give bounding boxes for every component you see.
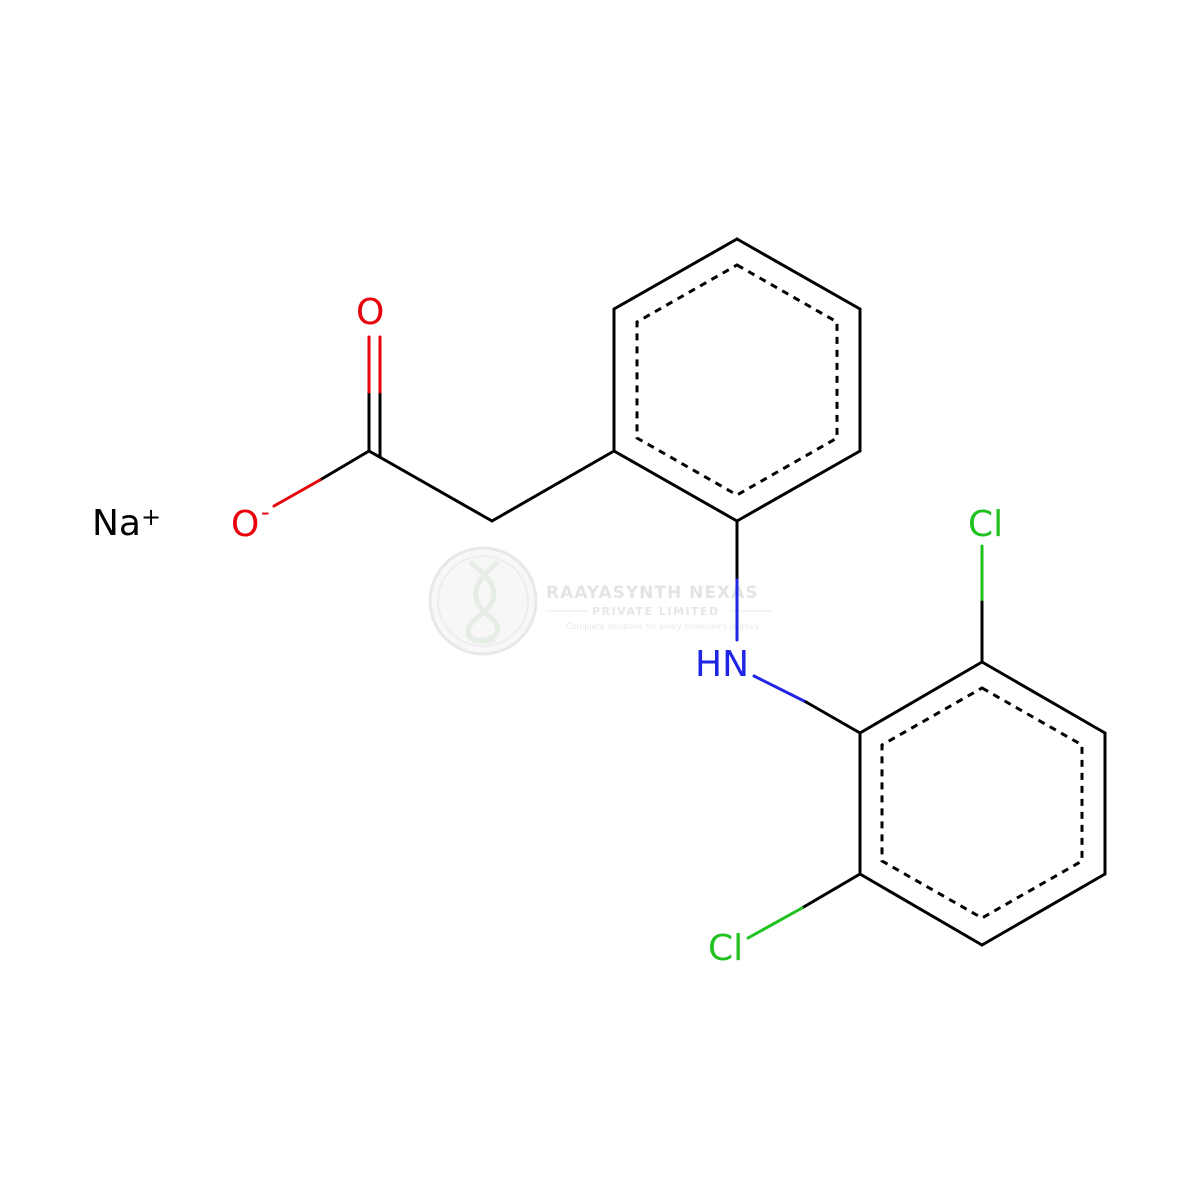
aromatic-dash-ring-a (635, 263, 839, 497)
chlorine-bonds (746, 544, 984, 940)
bond-ring-a-1 (735, 237, 862, 311)
bond-ring-a-4 (612, 449, 739, 523)
bond-ring-b-4 (858, 872, 984, 947)
phenyl-ring-upper (612, 237, 862, 523)
phenyl-ring-lower (858, 660, 1107, 947)
carboxylate-oxygen-label: O (231, 504, 259, 545)
bond-c-to-o-minus-black (318, 449, 371, 482)
sodium-label: Na (92, 503, 141, 544)
bond-ring-b-1 (980, 660, 1107, 735)
bond-ring-b-3 (980, 872, 1107, 947)
bond-ring-a-3 (735, 449, 862, 523)
watermark-company: RAAYASYNTH NEXAS (546, 583, 759, 603)
watermark-logo-inner-ring (437, 555, 529, 647)
bond-ring-a-6 (612, 237, 739, 311)
sodium-charge: + (141, 503, 161, 531)
watermark: RAAYASYNTH NEXAS PRIVATE LIMITED Complet… (428, 546, 772, 656)
aromatic-dash-ring-b (880, 686, 1084, 920)
atom-labels: Na + O - O HN Cl Cl (92, 292, 1003, 969)
watermark-logo-circle (428, 546, 538, 656)
dna-helix-icon (465, 560, 501, 644)
amine-label: HN (695, 644, 749, 685)
carboxylate-chain (272, 335, 616, 523)
bond-n-to-ring-b-black (804, 700, 862, 735)
chlorine-bottom-label: Cl (708, 928, 743, 969)
bond-cl-bottom-black (800, 872, 862, 910)
bond-ch2-to-carbonyl-c (367, 449, 494, 523)
carbonyl-oxygen-label: O (356, 292, 384, 333)
watermark-tagline: Complete solutions for every molecule's … (566, 622, 760, 631)
bond-ring-b-6 (858, 660, 984, 735)
bond-cl-bottom-green (746, 906, 804, 940)
bond-c-to-o-minus-red (272, 478, 322, 508)
amine-linkage (735, 519, 862, 735)
watermark-subtitle: PRIVATE LIMITED (592, 605, 720, 618)
bond-n-to-ring-b-blue (752, 674, 808, 704)
carboxylate-oxygen-charge: - (261, 498, 270, 526)
bond-ring-to-ch2 (490, 449, 616, 523)
chlorine-top-label: Cl (968, 504, 1003, 545)
